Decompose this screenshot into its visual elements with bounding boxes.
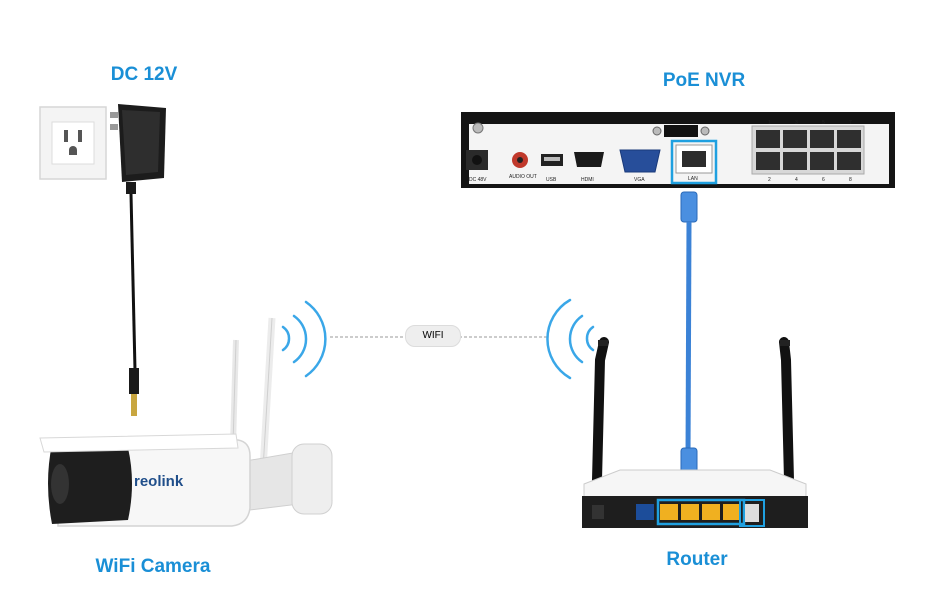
wifi-link-badge: WIFI	[405, 325, 461, 347]
nvr-hdmi-label: HDMI	[581, 177, 594, 183]
nvr-port-number-top: 1	[768, 120, 771, 126]
camera-label: WiFi Camera	[95, 556, 211, 577]
wifi-camera	[39, 317, 333, 527]
nvr-vga-label: VGA	[634, 177, 645, 183]
nvr-port-number-bottom: 8	[849, 177, 852, 183]
nvr-port-number-top: 7	[849, 120, 852, 126]
router-label: Router	[666, 549, 728, 570]
nvr-port-number-top: 3	[795, 120, 798, 126]
wall-outlet	[39, 106, 107, 180]
power-cable	[129, 193, 137, 371]
dc-plug	[129, 368, 139, 416]
camera-wifi-signal-icon	[281, 300, 327, 378]
dc-power-label: DC 12V	[110, 64, 178, 85]
nvr-port-number-top: 5	[822, 120, 825, 126]
lan-cable	[680, 191, 698, 484]
router-wifi-signal-icon	[546, 298, 595, 380]
nvr-port-number-bottom: 2	[768, 177, 771, 183]
nvr-lan-label: LAN	[688, 176, 698, 182]
poe-nvr	[461, 112, 895, 188]
router-lan-highlight	[656, 498, 746, 526]
power-adapter	[110, 104, 166, 194]
nvr-port-number-bottom: 4	[795, 177, 798, 183]
nvr-port-numbers: 1 3 5 7 2 4 6 8	[768, 120, 852, 183]
nvr-usb-label: USB	[546, 177, 557, 183]
router	[582, 337, 808, 528]
nvr-label: PoE NVR	[662, 70, 746, 91]
camera-brand-logo: reolink	[134, 473, 184, 490]
nvr-port-number-bottom: 6	[822, 177, 825, 183]
nvr-lan-highlight	[670, 139, 718, 185]
nvr-dc-label: DC 48V	[469, 177, 487, 183]
nvr-audio-label: AUDIO OUT	[509, 174, 537, 180]
